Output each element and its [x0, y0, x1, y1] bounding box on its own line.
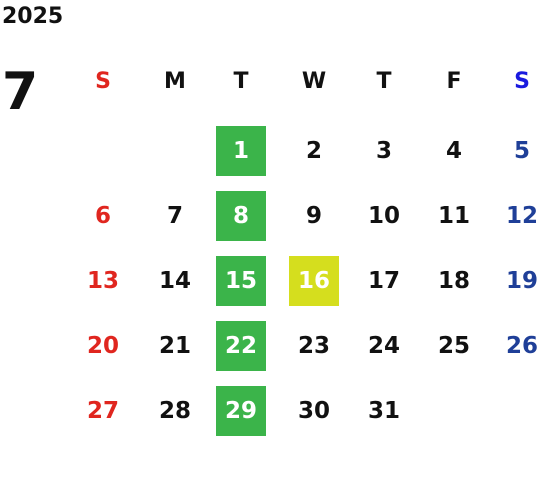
calendar-day[interactable]: 13 — [86, 268, 119, 294]
calendar-day-highlighted[interactable]: 8 — [216, 191, 266, 241]
calendar-day[interactable]: 6 — [94, 203, 111, 229]
calendar-day[interactable]: 12 — [505, 203, 538, 229]
calendar-day[interactable]: 27 — [86, 398, 119, 424]
weekday-header: S — [514, 68, 530, 94]
weekday-header: M — [164, 68, 186, 94]
calendar-day[interactable]: 10 — [367, 203, 400, 229]
calendar-year: 2025 — [2, 4, 64, 29]
calendar-day[interactable]: 30 — [297, 398, 330, 424]
weekday-header: T — [233, 68, 249, 94]
calendar-day[interactable]: 23 — [297, 333, 330, 359]
weekday-header: S — [95, 68, 111, 94]
calendar-day[interactable]: 11 — [437, 203, 470, 229]
calendar-day[interactable]: 9 — [305, 203, 322, 229]
calendar-day[interactable]: 7 — [166, 203, 183, 229]
calendar-day[interactable]: 20 — [86, 333, 119, 359]
calendar-day[interactable]: 25 — [437, 333, 470, 359]
calendar-day[interactable]: 3 — [375, 138, 392, 164]
calendar-day-highlighted[interactable]: 16 — [289, 256, 339, 306]
calendar-day-highlighted[interactable]: 15 — [216, 256, 266, 306]
weekday-header: T — [376, 68, 392, 94]
calendar-day[interactable]: 28 — [158, 398, 191, 424]
calendar-day[interactable]: 21 — [158, 333, 191, 359]
calendar-day-highlighted[interactable]: 22 — [216, 321, 266, 371]
calendar-day-highlighted[interactable]: 29 — [216, 386, 266, 436]
calendar-day[interactable]: 4 — [445, 138, 462, 164]
calendar-day[interactable]: 2 — [305, 138, 322, 164]
weekday-header: W — [301, 68, 327, 94]
calendar-day[interactable]: 5 — [513, 138, 530, 164]
calendar-day[interactable]: 14 — [158, 268, 191, 294]
calendar-month: 7 — [2, 62, 39, 122]
weekday-header: F — [446, 68, 462, 94]
calendar-day[interactable]: 24 — [367, 333, 400, 359]
calendar-day[interactable]: 19 — [505, 268, 538, 294]
calendar-day[interactable]: 26 — [505, 333, 538, 359]
calendar-day[interactable]: 18 — [437, 268, 470, 294]
calendar-day[interactable]: 31 — [367, 398, 400, 424]
calendar-day-highlighted[interactable]: 1 — [216, 126, 266, 176]
calendar-day[interactable]: 17 — [367, 268, 400, 294]
